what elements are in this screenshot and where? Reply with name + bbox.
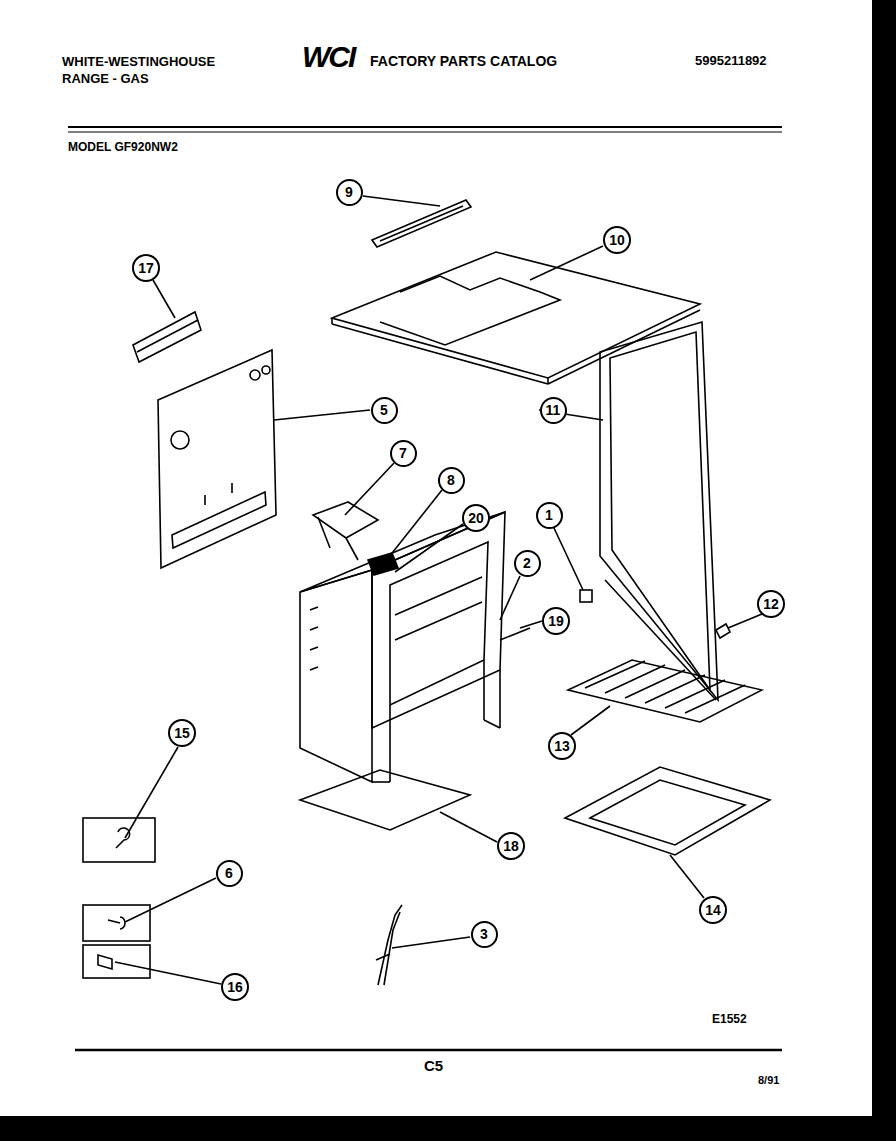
header-text: MODEL GF920NW2 — [68, 140, 178, 154]
callout-circle: 11 — [540, 397, 567, 424]
callout-number: 14 — [705, 903, 721, 917]
callout-circle: 7 — [390, 440, 417, 467]
callout-number: 13 — [554, 739, 570, 753]
header-text: WHITE-WESTINGHOUSE — [62, 54, 215, 69]
callout-number: 7 — [399, 446, 407, 460]
callout-circle: 14 — [699, 896, 727, 924]
header-text: C5 — [424, 1057, 443, 1074]
callout-circle: 9 — [336, 179, 363, 206]
callout-circle: 19 — [542, 607, 570, 635]
callout-circle: 20 — [462, 504, 490, 532]
callout-number: 8 — [447, 473, 455, 487]
header-text: 8/91 — [758, 1074, 779, 1086]
callout-circle: 8 — [438, 467, 465, 494]
callout-number: 19 — [548, 614, 564, 628]
callout-number: 9 — [345, 185, 353, 199]
callout-circle: 5 — [371, 397, 398, 424]
callout-number: 1 — [545, 508, 553, 522]
callout-circle: 6 — [216, 860, 243, 887]
callout-circle: 17 — [132, 254, 160, 282]
callout-number: 15 — [174, 726, 190, 740]
header-text: RANGE - GAS — [62, 71, 149, 86]
callout-number: 20 — [468, 511, 484, 525]
callout-circle: 12 — [757, 590, 785, 618]
brand-logo: WCI — [302, 40, 354, 74]
callout-number: 6 — [225, 866, 233, 880]
callout-number: 16 — [227, 980, 243, 994]
callout-circle: 1 — [536, 502, 563, 529]
callout-circle: 10 — [603, 226, 631, 254]
callout-number: 11 — [546, 403, 561, 417]
callout-circle: 2 — [514, 550, 541, 577]
callout-number: 17 — [138, 261, 154, 275]
callout-number: 5 — [380, 403, 388, 417]
callout-circle: 16 — [221, 973, 249, 1001]
callout-number: 2 — [523, 556, 531, 570]
callout-number: 10 — [609, 233, 625, 247]
callout-number: 12 — [763, 597, 779, 611]
header-text: FACTORY PARTS CATALOG — [370, 53, 557, 69]
callout-circle: 18 — [497, 832, 525, 860]
callout-circle: 13 — [548, 732, 576, 760]
callout-number: 3 — [480, 927, 488, 941]
callout-circle: 15 — [168, 719, 196, 747]
header-text: 5995211892 — [695, 53, 767, 68]
header-text: E1552 — [712, 1012, 747, 1026]
callout-number: 18 — [503, 839, 519, 853]
callout-circle: 3 — [471, 921, 498, 948]
